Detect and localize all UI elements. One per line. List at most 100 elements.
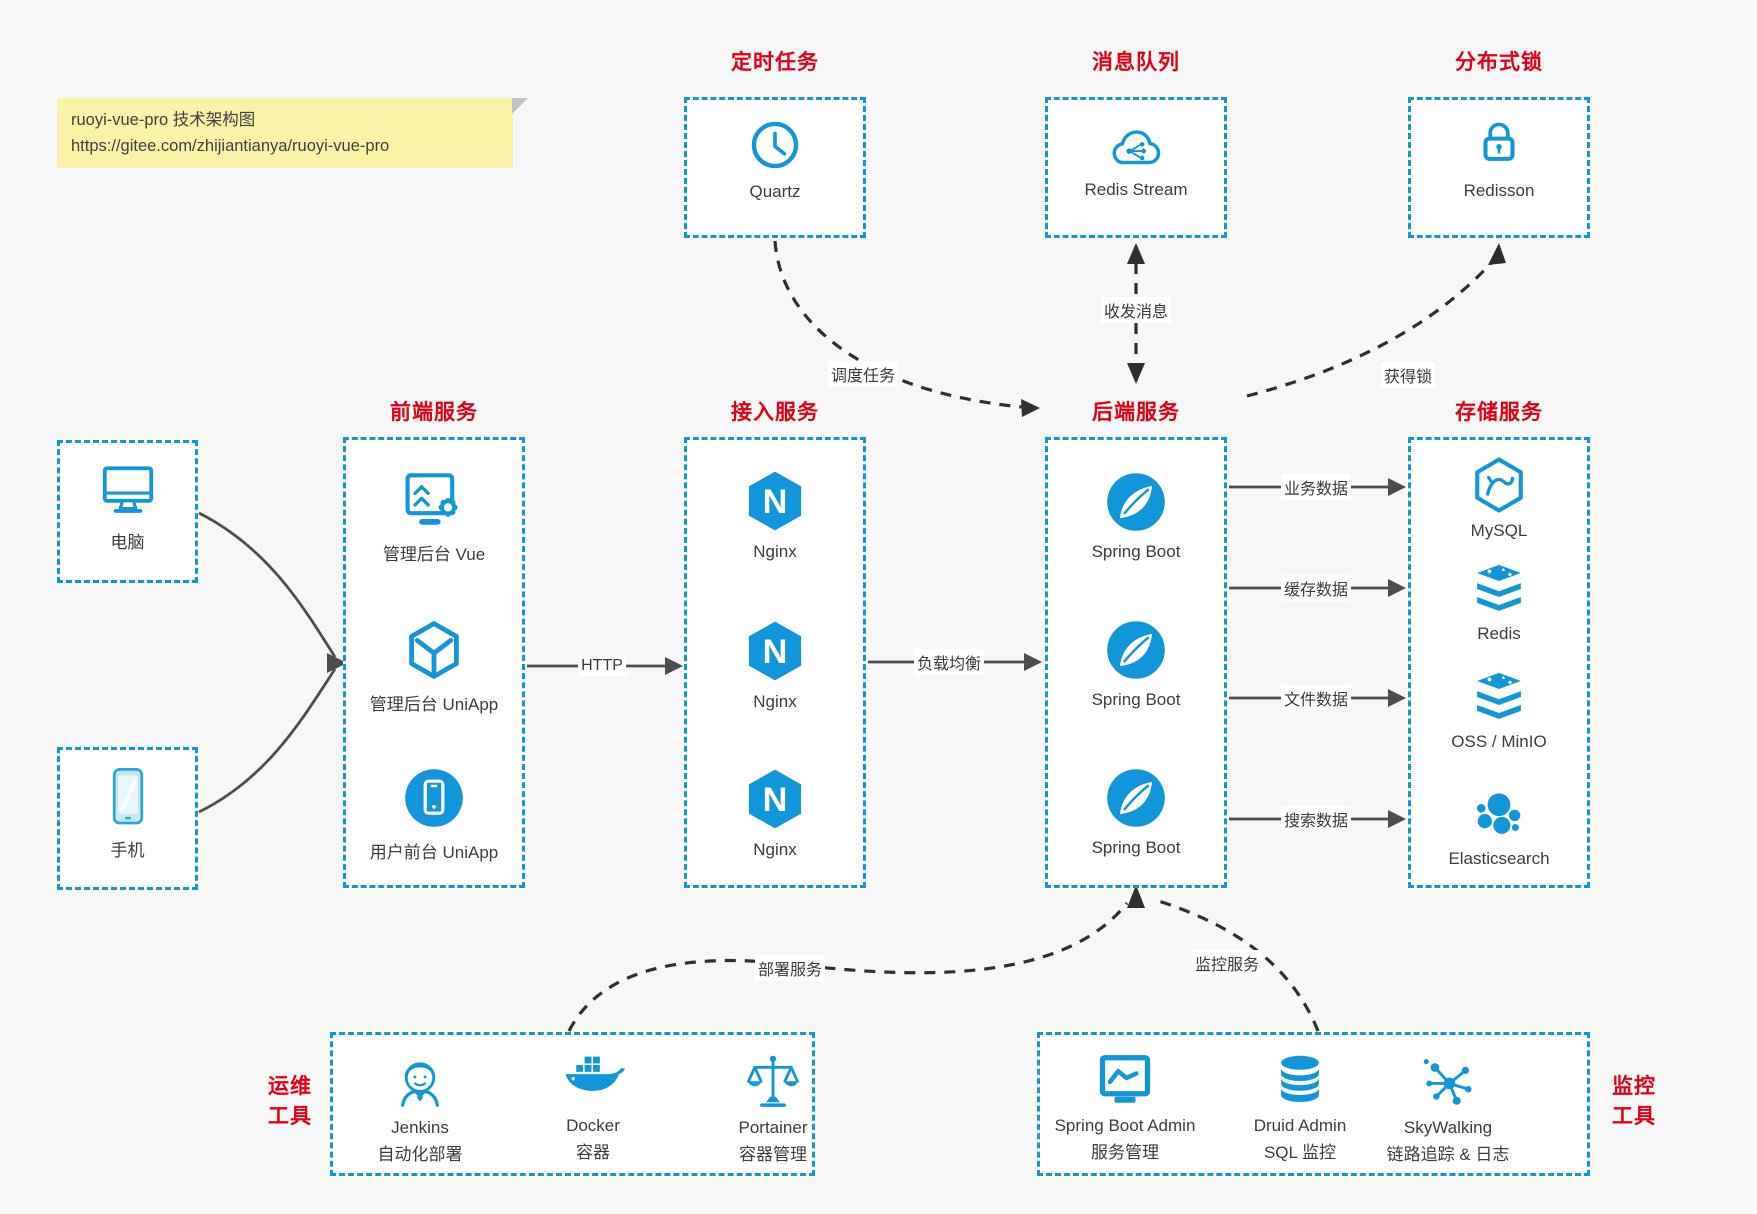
uniapp-cube-icon bbox=[409, 621, 459, 679]
node-elasticsearch: Elasticsearch bbox=[1411, 787, 1587, 869]
box-scheduled-task: Quartz bbox=[684, 97, 866, 238]
edge-phone-to-frontend bbox=[198, 668, 337, 814]
nginx-icon: N bbox=[748, 621, 802, 681]
box-storage: MySQL Redis OSS / MinIO bbox=[1408, 437, 1590, 888]
node-springboot-3: Spring Boot bbox=[1048, 766, 1224, 858]
monitor-title-line1: 监控 bbox=[1612, 1075, 1656, 1098]
arrowhead-loadbalance bbox=[1024, 653, 1042, 671]
box-client-pc: 电脑 bbox=[57, 440, 198, 583]
arrowhead-search-data bbox=[1388, 810, 1406, 828]
node-label-skywalking: SkyWalking bbox=[1403, 1118, 1493, 1137]
clock-icon bbox=[751, 121, 799, 169]
node-label-nginx-3: Nginx bbox=[753, 840, 797, 859]
box-access: N Nginx N Nginx N Nginx bbox=[684, 437, 866, 888]
edge-label-monitor-service: 监控服务 bbox=[1191, 950, 1263, 976]
skywalking-icon bbox=[1423, 1059, 1472, 1105]
node-desc-skywalking: 链路追踪 & 日志 bbox=[1386, 1145, 1510, 1164]
edge-deploy-service bbox=[567, 902, 1129, 1032]
admin-vue-icon bbox=[405, 473, 458, 525]
arrowhead-http bbox=[665, 657, 683, 675]
spring-icon bbox=[1107, 473, 1165, 531]
node-label-admin-uniapp: 管理后台 UniApp bbox=[369, 695, 499, 714]
box-message-queue: Redis Stream bbox=[1045, 97, 1227, 238]
group-title-distributed-lock: 分布式锁 bbox=[1455, 51, 1543, 74]
node-label-pc: 电脑 bbox=[110, 533, 145, 552]
svg-text:N: N bbox=[763, 781, 788, 819]
node-label-redis: Redis bbox=[1477, 624, 1521, 643]
node-label-admin-vue: 管理后台 Vue bbox=[382, 545, 486, 564]
node-redis-stream: Redis Stream bbox=[1048, 118, 1224, 200]
edge-label-loadbalance: 负载均衡 bbox=[913, 649, 985, 675]
jenkins-icon bbox=[400, 1062, 440, 1107]
node-springboot-1: Spring Boot bbox=[1048, 470, 1224, 562]
edge-label-cache-data: 缓存数据 bbox=[1280, 575, 1352, 601]
node-docker: Docker 容器 bbox=[508, 1053, 678, 1163]
group-title-backend: 后端服务 bbox=[1092, 401, 1180, 424]
ops-title-line1: 运维 bbox=[268, 1075, 312, 1098]
node-oss-minio: OSS / MinIO bbox=[1411, 670, 1587, 752]
node-admin-vue: 管理后台 Vue bbox=[346, 468, 522, 565]
box-client-phone: 手机 bbox=[57, 747, 198, 890]
node-portainer: Portainer 容器管理 bbox=[688, 1053, 858, 1165]
edge-label-search-data: 搜索数据 bbox=[1280, 806, 1352, 832]
node-pc: 电脑 bbox=[60, 462, 195, 553]
node-desc-spring-boot-admin: 服务管理 bbox=[1091, 1143, 1159, 1162]
group-title-frontend: 前端服务 bbox=[390, 401, 478, 424]
arrowhead-cache-data bbox=[1388, 579, 1406, 597]
node-admin-uniapp: 管理后台 UniApp bbox=[346, 618, 522, 715]
lock-icon bbox=[1483, 122, 1515, 161]
edge-acquire-lock bbox=[1246, 260, 1494, 398]
node-label-nginx-2: Nginx bbox=[753, 692, 797, 711]
node-label-druid-admin: Druid Admin bbox=[1253, 1116, 1347, 1135]
nginx-icon: N bbox=[748, 769, 802, 829]
arrowhead-file-data bbox=[1388, 689, 1406, 707]
group-title-ops-tools: 运维 工具 bbox=[260, 1072, 320, 1132]
edge-label-business-data: 业务数据 bbox=[1280, 474, 1352, 500]
edge-label-schedule-task: 调度任务 bbox=[827, 361, 899, 387]
group-title-access: 接入服务 bbox=[731, 401, 819, 424]
node-nginx-2: N Nginx bbox=[687, 618, 863, 712]
ops-title-line2: 工具 bbox=[268, 1105, 312, 1128]
node-mysql: MySQL bbox=[1411, 455, 1587, 541]
group-title-message-queue: 消息队列 bbox=[1092, 51, 1180, 74]
node-desc-jenkins: 自动化部署 bbox=[377, 1145, 463, 1164]
node-redisson: Redisson bbox=[1411, 115, 1587, 201]
node-label-docker: Docker bbox=[566, 1116, 620, 1135]
docker-icon bbox=[565, 1056, 625, 1091]
edge-label-file-data: 文件数据 bbox=[1280, 685, 1352, 711]
node-label-elasticsearch: Elasticsearch bbox=[1448, 849, 1550, 868]
node-desc-portainer: 容器管理 bbox=[739, 1145, 807, 1164]
node-label-jenkins: Jenkins bbox=[391, 1118, 449, 1137]
group-title-scheduled-task: 定时任务 bbox=[731, 51, 819, 74]
node-quartz: Quartz bbox=[687, 116, 863, 202]
spring-icon bbox=[1107, 769, 1165, 827]
elasticsearch-icon bbox=[1476, 793, 1521, 834]
druid-icon bbox=[1281, 1055, 1319, 1102]
node-skywalking: SkyWalking 链路追踪 & 日志 bbox=[1363, 1053, 1533, 1165]
spring-boot-admin-icon bbox=[1099, 1055, 1151, 1103]
box-ops-tools: Jenkins 自动化部署 Docker 容器 bbox=[330, 1032, 815, 1176]
box-monitor-tools: Spring Boot Admin 服务管理 Druid Admin SQL 监… bbox=[1037, 1032, 1590, 1176]
node-desc-druid-admin: SQL 监控 bbox=[1263, 1143, 1337, 1162]
node-label-springboot-1: Spring Boot bbox=[1091, 542, 1181, 561]
node-phone: 手机 bbox=[60, 766, 195, 861]
edge-label-deploy-service: 部署服务 bbox=[754, 955, 826, 981]
group-title-storage: 存储服务 bbox=[1455, 401, 1543, 424]
box-distributed-lock: Redisson bbox=[1408, 97, 1590, 238]
arrowhead-message-down bbox=[1127, 363, 1145, 384]
edge-pc-to-frontend bbox=[198, 511, 337, 658]
node-jenkins: Jenkins 自动化部署 bbox=[335, 1053, 505, 1165]
node-label-phone: 手机 bbox=[110, 841, 145, 860]
svg-text:N: N bbox=[763, 633, 788, 671]
note-url: https://gitee.com/zhijiantianya/ruoyi-vu… bbox=[71, 137, 390, 155]
arrowhead-deploy-monitor bbox=[1127, 885, 1145, 908]
mysql-icon bbox=[1475, 457, 1523, 513]
arrowhead-acquire-lock bbox=[1488, 243, 1506, 265]
node-desc-docker: 容器 bbox=[576, 1143, 610, 1162]
node-redis: Redis bbox=[1411, 562, 1587, 644]
node-label-redis-stream: Redis Stream bbox=[1084, 180, 1188, 199]
oss-minio-icon bbox=[1477, 672, 1521, 719]
node-druid-admin: Druid Admin SQL 监控 bbox=[1215, 1053, 1385, 1163]
arrowhead-business-data bbox=[1388, 478, 1406, 496]
